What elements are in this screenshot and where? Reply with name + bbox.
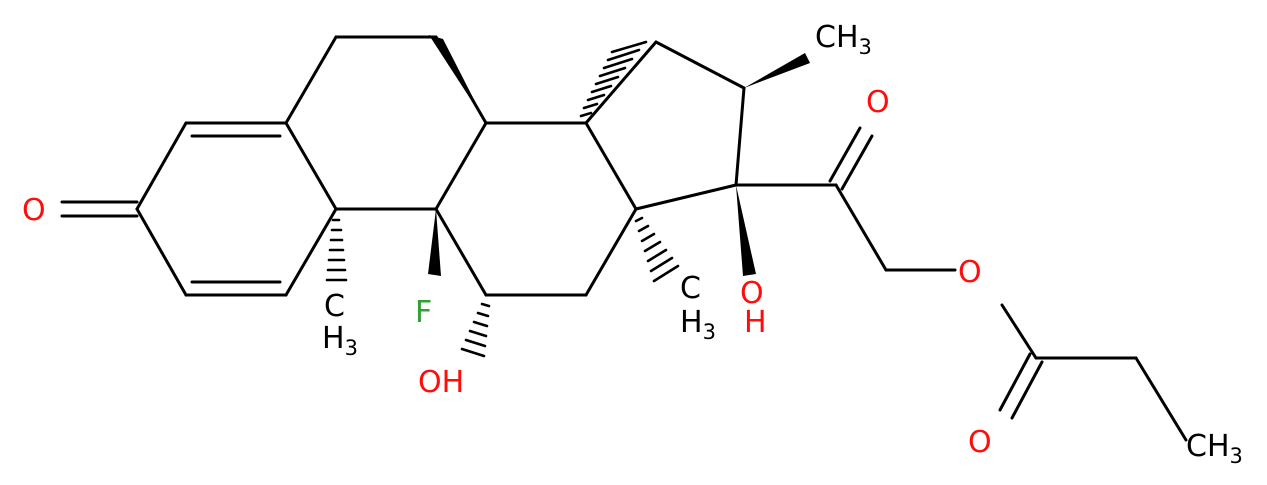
ring-c-bonds — [434, 121, 638, 297]
ketone-c3 — [60, 200, 139, 218]
ketone-c20 — [828, 126, 874, 191]
ring-a-bonds — [135, 121, 338, 297]
hash-14-h — [579, 40, 648, 118]
atom-oh17: O H — [740, 276, 767, 340]
atom-me13-c: C — [680, 271, 701, 306]
atom-ch3-16: CH3 — [815, 20, 872, 59]
atom-me10-c: C — [324, 289, 345, 324]
hash-10-methyl — [325, 218, 348, 282]
atom-o-ester: O — [958, 255, 982, 290]
ester-carbonyl — [998, 352, 1044, 420]
atom-o3: O — [22, 193, 46, 228]
hash-13-methyl — [634, 216, 680, 283]
atom-oh17-h: H — [744, 305, 767, 340]
ring-d-bonds — [584, 40, 746, 211]
atom-o20: O — [866, 85, 890, 120]
svg-text:CH3: CH3 — [815, 20, 872, 59]
svg-text:H3: H3 — [322, 321, 358, 360]
wedge-16-methyl — [744, 53, 810, 88]
svg-text:H3: H3 — [680, 305, 716, 344]
svg-text:CH3: CH3 — [1186, 429, 1243, 468]
hash-11-oh — [460, 302, 491, 358]
atom-me10-h: H — [322, 321, 345, 356]
atom-oh17-o: O — [740, 276, 764, 311]
atom-o-carbonyl: O — [968, 425, 992, 460]
atom-me10: C H3 — [322, 289, 358, 360]
atom-me13-h: H — [680, 305, 703, 340]
ring-b-bonds — [284, 35, 488, 211]
atom-f9: F — [415, 295, 432, 330]
wedge-h8 — [429, 35, 486, 123]
atom-ch3-ethyl: CH3 — [1186, 429, 1243, 468]
wedge-9-f — [428, 209, 441, 276]
atom-oh11: OH — [418, 365, 464, 400]
wedge-17-oh — [736, 185, 756, 276]
side-chain-bonds — [734, 183, 1188, 442]
atom-me13: C H3 — [680, 271, 716, 344]
